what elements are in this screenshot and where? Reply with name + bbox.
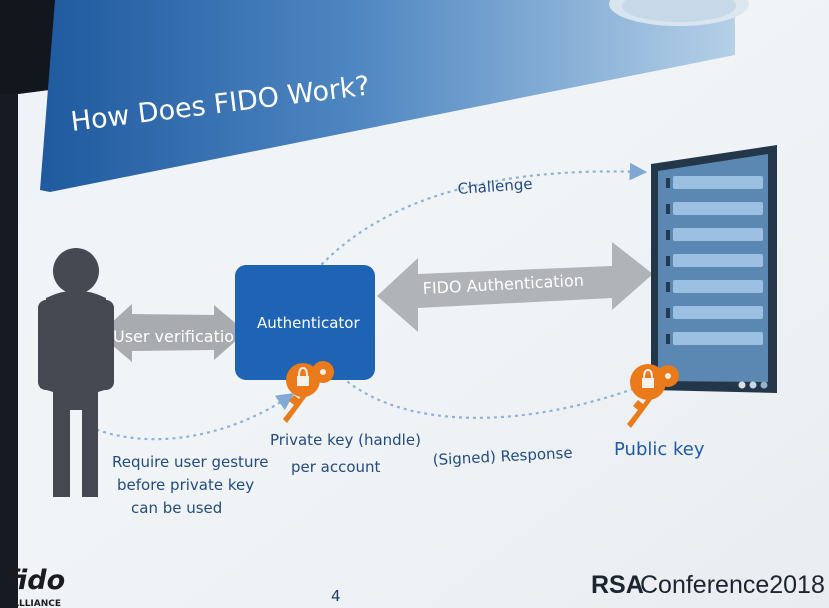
challenge-label: Challenge	[457, 175, 533, 198]
gesture-line3: can be used	[131, 499, 222, 517]
fido-alliance-text: ALLIANCE	[12, 599, 61, 608]
server-icon	[651, 145, 777, 393]
challenge-arrow	[311, 162, 648, 276]
rsa-logo-text: RSA	[591, 571, 644, 599]
gesture-line1: Require user gesture	[112, 453, 269, 471]
authenticator-label: Authenticator	[257, 314, 360, 332]
authenticator-box	[235, 265, 375, 380]
conference-label: Conference2018	[640, 571, 825, 599]
fido-logo: fido ALLIANCE	[6, 565, 65, 608]
person-icon	[38, 248, 114, 497]
gesture-line2: before private key	[117, 476, 254, 494]
fido-wordmark: fido	[6, 565, 65, 596]
dark-wall-left	[0, 94, 18, 608]
gesture-arrow	[89, 393, 295, 441]
private-key-line1: Private key (handle)	[270, 431, 421, 449]
user-verification-arrow	[99, 304, 246, 362]
page-number: 4	[331, 587, 341, 605]
rsa-conference-logo: RSA Conference2018	[591, 571, 825, 599]
top-right-seal-inner	[622, 0, 736, 22]
private-key-line2: per account	[291, 458, 381, 476]
public-key-label: Public key	[614, 439, 705, 460]
user-verification-label: User verification	[113, 327, 244, 346]
fido-authentication-arrow	[377, 242, 653, 332]
public-key-lock-icon	[627, 364, 679, 428]
title-band	[40, 0, 735, 192]
authenticator-key-lock-icon	[283, 361, 334, 423]
